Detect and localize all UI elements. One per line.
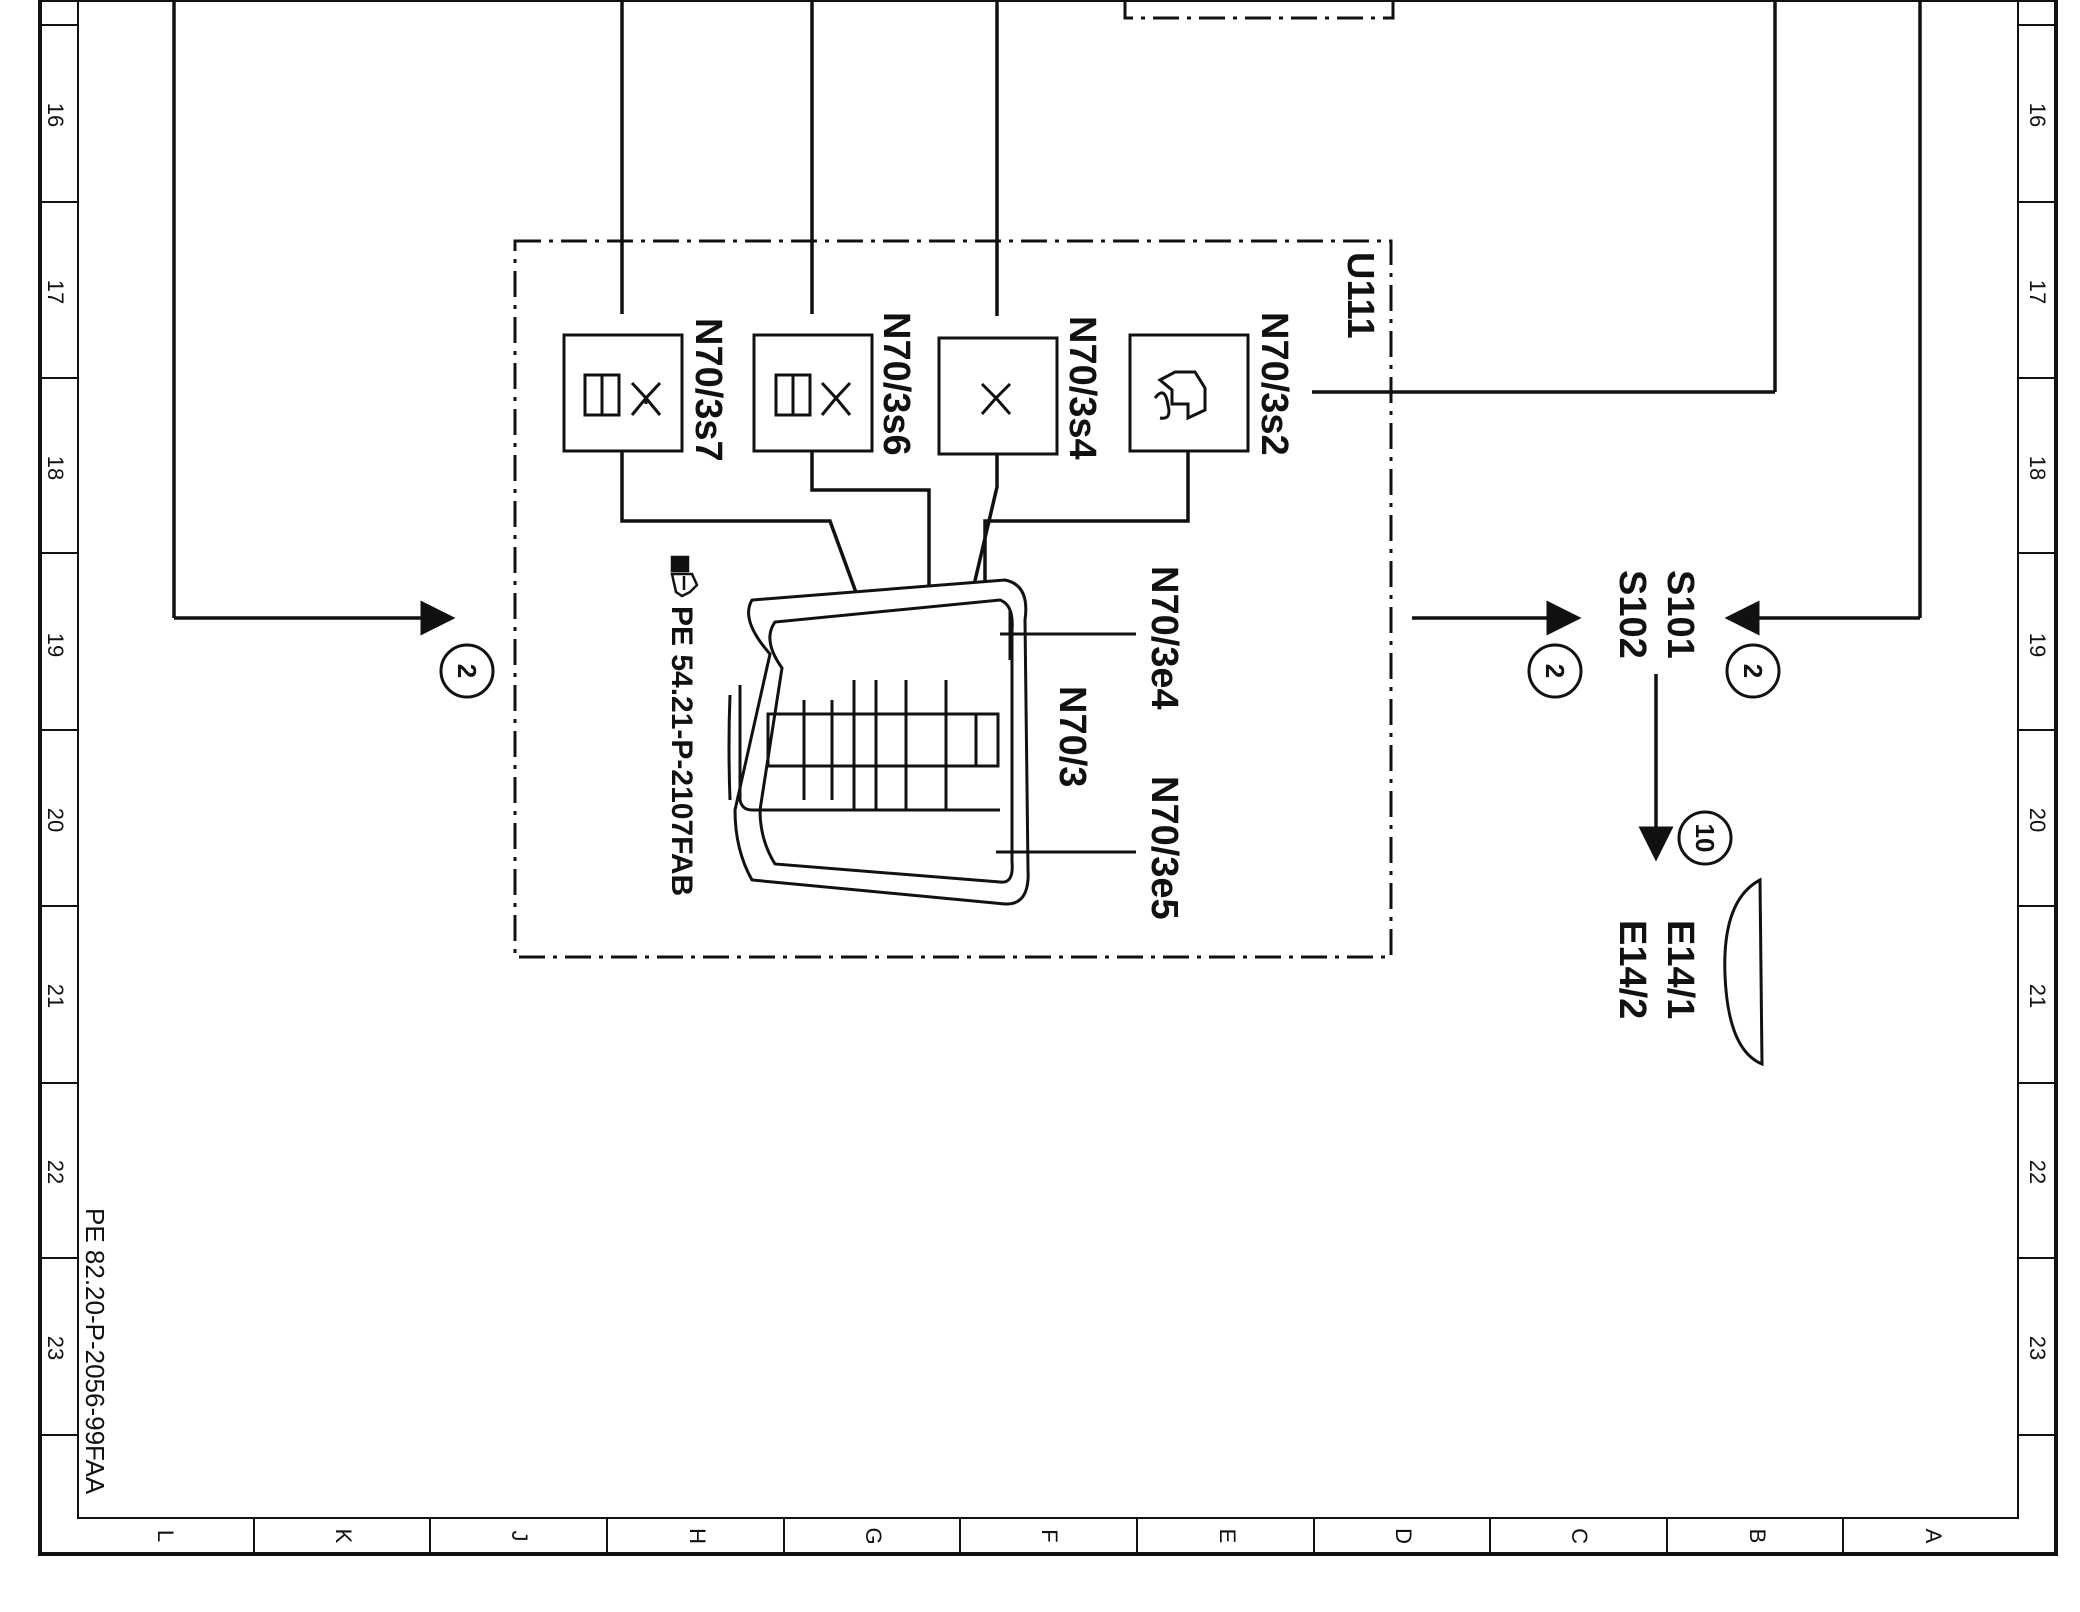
- row-number: 16: [2025, 103, 2050, 127]
- column-letter: L: [153, 1530, 178, 1542]
- output-switch-label: S101: [1659, 570, 1701, 659]
- switch-label: N70/3s6: [875, 312, 917, 456]
- switch-block-s7: [562, 333, 684, 453]
- connector-number: 2: [1540, 664, 1570, 678]
- connector-ref-bottom: 10: [1677, 810, 1733, 866]
- switch-label: N70/3s2: [1253, 312, 1295, 456]
- module-label: U111: [1339, 252, 1381, 339]
- row-number: 18: [2025, 456, 2050, 480]
- column-letter: G: [861, 1527, 886, 1544]
- row-number: 17: [2025, 280, 2050, 304]
- row-number: 21: [2025, 984, 2050, 1008]
- row-numbers-right: 16 17 18 19 20 21 22 23: [2025, 103, 2050, 1360]
- switch-block-s4: [937, 336, 1059, 456]
- row-number: 23: [43, 1336, 68, 1360]
- lamp-label: N70/3e5: [1143, 776, 1185, 920]
- switch-label: N70/3s7: [687, 318, 729, 462]
- column-letter: C: [1567, 1528, 1592, 1544]
- column-letter: D: [1391, 1528, 1416, 1544]
- output-lamp-label: E14/2: [1611, 920, 1653, 1019]
- column-letter: J: [507, 1531, 532, 1542]
- unit-label: N70/3: [1051, 686, 1093, 787]
- drawing-frame: [38, 0, 2058, 1556]
- connector-ref-mid: 2: [1527, 643, 1583, 699]
- column-letter: A: [1921, 1529, 1946, 1544]
- row-number: 20: [2025, 808, 2050, 832]
- row-number: 23: [2025, 1336, 2050, 1360]
- connector-number: 10: [1690, 824, 1720, 853]
- row-number: 19: [43, 633, 68, 657]
- connector-number: 2: [1738, 664, 1768, 678]
- row-number: 22: [43, 1160, 68, 1184]
- upper-dashed-box-fragment: [1123, 0, 1395, 20]
- row-numbers-left: 16 17 18 19 20 21 22 23: [43, 103, 68, 1360]
- lamp-lens-icon: [1723, 877, 1764, 1067]
- lamp-label: N70/3e4: [1143, 566, 1185, 710]
- row-number: 17: [43, 280, 68, 304]
- output-lamp-label: E14/1: [1659, 920, 1701, 1019]
- switch-block-s2: [1128, 333, 1250, 453]
- module-reference: PE 54.21-P-2107FAB: [665, 606, 698, 896]
- row-ruler-right: [2018, 24, 2056, 1436]
- row-number: 19: [2025, 633, 2050, 657]
- connector-ref-right: 2: [1725, 643, 1781, 699]
- row-number: 16: [43, 103, 68, 127]
- row-number: 22: [2025, 1160, 2050, 1184]
- column-letter: B: [1745, 1529, 1770, 1544]
- connector-number: 2: [452, 664, 482, 678]
- module-boundary-u111: [513, 239, 1393, 959]
- column-letter: E: [1215, 1529, 1240, 1544]
- row-ruler-left: [40, 24, 78, 1436]
- switch-block-s6: [752, 333, 874, 453]
- column-letter: H: [685, 1528, 710, 1544]
- footer-reference: PE 82.20-P-2056-99FAA: [80, 1208, 110, 1495]
- connector-ref-left: 2: [439, 643, 495, 699]
- column-letter: K: [331, 1529, 356, 1544]
- switch-label: N70/3s4: [1061, 316, 1103, 460]
- column-letter: F: [1037, 1529, 1062, 1542]
- row-number: 18: [43, 456, 68, 480]
- output-switch-label: S102: [1611, 570, 1653, 659]
- column-letters: L K J H G F E D C B A: [153, 1527, 1946, 1544]
- row-number: 21: [43, 984, 68, 1008]
- pointer-hand-icon: [670, 555, 699, 598]
- row-number: 20: [43, 808, 68, 832]
- overhead-console-unit: [727, 578, 1136, 906]
- column-ruler-bottom: [253, 1518, 1844, 1554]
